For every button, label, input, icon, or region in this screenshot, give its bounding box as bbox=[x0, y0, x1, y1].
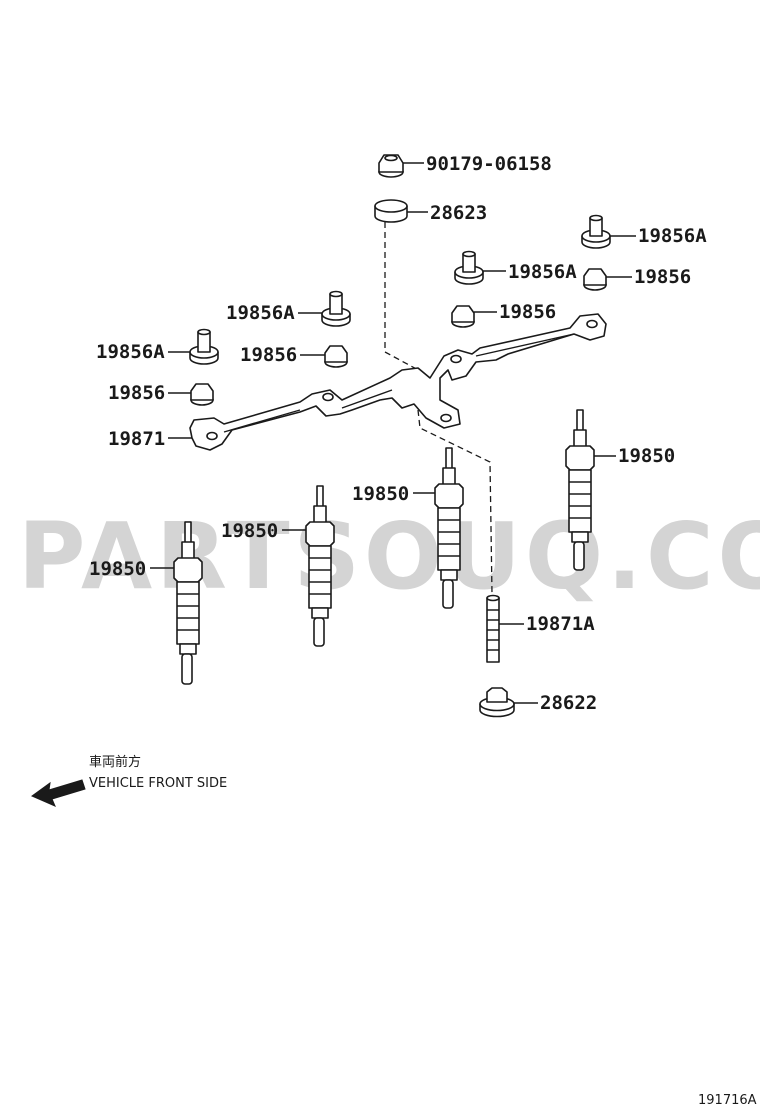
glow-plug-19850-center[interactable] bbox=[434, 447, 464, 609]
nut-19856-left-mid[interactable] bbox=[324, 345, 348, 368]
callout-19850-right[interactable]: 19850 bbox=[618, 445, 675, 467]
callout-19856A-center[interactable]: 19856A bbox=[508, 261, 577, 283]
callout-28623[interactable]: 28623 bbox=[430, 202, 487, 224]
callout-19856-left-mid[interactable]: 19856 bbox=[240, 344, 297, 366]
insulator-28622[interactable] bbox=[479, 687, 515, 718]
nut-19856-top-right[interactable] bbox=[583, 268, 607, 291]
glow-plug-19850-left[interactable] bbox=[173, 521, 203, 685]
dashed-guide-28623 bbox=[384, 222, 423, 373]
callout-28622[interactable]: 28622 bbox=[540, 692, 597, 714]
nut-19856A-left[interactable] bbox=[189, 328, 219, 365]
callout-90179-06158[interactable]: 90179-06158 bbox=[426, 153, 552, 175]
nut-19856A-top-right[interactable] bbox=[581, 214, 611, 249]
nut-90179-06158[interactable] bbox=[378, 154, 404, 178]
insulator-28623[interactable] bbox=[374, 199, 408, 223]
stud-19871A[interactable] bbox=[486, 594, 500, 663]
glow-plug-19850-mid[interactable] bbox=[305, 485, 335, 647]
callout-19871A[interactable]: 19871A bbox=[526, 613, 595, 635]
front-direction-arrow-icon bbox=[30, 779, 86, 807]
direction-note-japanese: 車両前方 bbox=[89, 754, 141, 770]
direction-note-english: VEHICLE FRONT SIDE bbox=[89, 776, 227, 791]
nut-19856-center[interactable] bbox=[451, 305, 475, 328]
dashed-guide-stud bbox=[417, 409, 493, 595]
nut-19856-left[interactable] bbox=[190, 383, 214, 406]
connector-19871[interactable] bbox=[189, 313, 607, 451]
callout-19850-center[interactable]: 19850 bbox=[352, 483, 409, 505]
callout-19856-center[interactable]: 19856 bbox=[499, 301, 556, 323]
nut-19856A-center[interactable] bbox=[454, 250, 484, 285]
callout-19856A-left[interactable]: 19856A bbox=[96, 341, 165, 363]
callout-19850-left[interactable]: 19850 bbox=[89, 558, 146, 580]
callout-19856-left[interactable]: 19856 bbox=[108, 382, 165, 404]
callout-19871[interactable]: 19871 bbox=[108, 428, 165, 450]
callout-19856-top-right[interactable]: 19856 bbox=[634, 266, 691, 288]
watermark: PARTSOUQ.COM bbox=[18, 503, 760, 610]
callout-19856A-top-right[interactable]: 19856A bbox=[638, 225, 707, 247]
glow-plug-19850-right[interactable] bbox=[565, 409, 595, 571]
callout-19856A-left-upper[interactable]: 19856A bbox=[226, 302, 295, 324]
callout-19850-mid[interactable]: 19850 bbox=[221, 520, 278, 542]
nut-19856A-left-upper[interactable] bbox=[321, 290, 351, 327]
diagram-code: 191716A bbox=[698, 1093, 757, 1108]
